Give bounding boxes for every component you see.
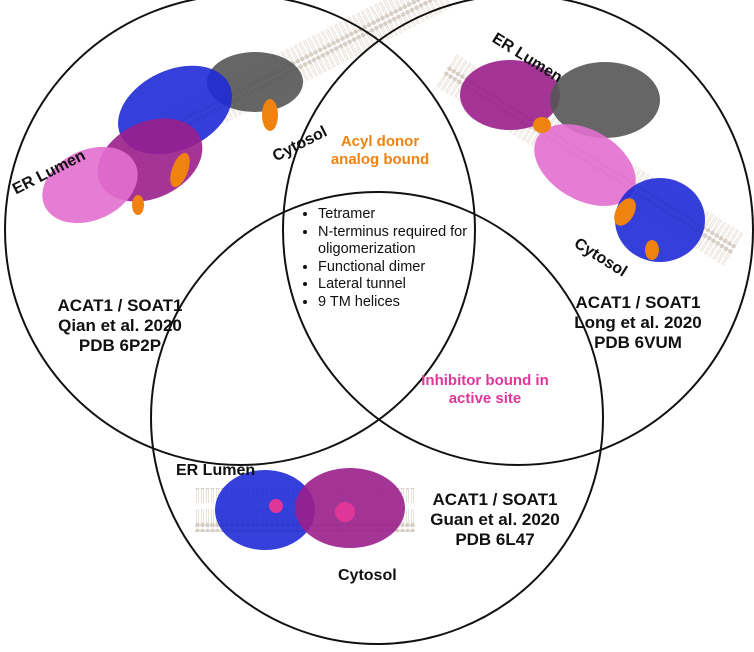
shared-feature-item: N-terminus required for oligomerization — [318, 224, 498, 259]
right-pink-protein — [534, 124, 636, 206]
bottom-circle-label: ACAT1 / SOAT1 Guan et al. 2020 PDB 6L47 — [405, 490, 585, 550]
bottom-ligand — [269, 499, 283, 513]
shared-feature-item: Tetramer — [318, 206, 498, 224]
right-circle-label: ACAT1 / SOAT1 Long et al. 2020 PDB 6VUM — [548, 293, 728, 353]
right-blue-protein — [615, 178, 705, 262]
right-bottom-overlap-label: Inhibitor bound in active site — [405, 372, 565, 408]
right-label-line: ACAT1 / SOAT1 — [575, 293, 701, 312]
left-circle-label: ACAT1 / SOAT1 Qian et al. 2020 PDB 6P2P — [30, 296, 210, 356]
overlap-line: active site — [448, 390, 522, 407]
shared-feature-item: 9 TM helices — [318, 294, 498, 312]
bottom-label-line: ACAT1 / SOAT1 — [432, 490, 558, 509]
circle-bottom-6l47 — [150, 191, 604, 645]
bottom-blue-protein — [215, 470, 315, 550]
right-gray-protein — [550, 62, 660, 138]
right-ligand — [614, 198, 636, 226]
right-label-line: PDB 6VUM — [594, 333, 682, 352]
left-label-line: Qian et al. 2020 — [58, 316, 182, 335]
left-right-overlap-label: Acyl donor analog bound — [310, 133, 450, 169]
bottom-label-line: PDB 6L47 — [455, 530, 535, 549]
left-ligand — [132, 195, 144, 215]
overlap-line: Inhibitor bound in — [421, 372, 549, 389]
overlap-line: Acyl donor — [340, 133, 420, 150]
left-label-line: ACAT1 / SOAT1 — [57, 296, 183, 315]
left-ligand — [170, 152, 190, 188]
right-structure-image — [434, 51, 746, 269]
bottom-ligand — [335, 502, 355, 522]
bottom-er-lumen-label: ER Lumen — [176, 462, 256, 479]
circle-left-6p2p — [4, 0, 476, 466]
bottom-label-line: Guan et al. 2020 — [430, 510, 560, 529]
right-label-line: Long et al. 2020 — [574, 313, 702, 332]
left-ligand — [262, 99, 278, 131]
bottom-cytosol-label: Cytosol — [338, 567, 397, 584]
left-label-line: PDB 6P2P — [78, 336, 162, 355]
right-ligand — [645, 240, 659, 260]
bottom-structure-image — [195, 468, 415, 550]
overlap-line: analog bound — [330, 151, 430, 168]
right-magenta-protein — [460, 60, 560, 130]
shared-feature-item: Lateral tunnel — [318, 276, 498, 294]
circle-right-6vum — [282, 0, 754, 466]
left-structure-image — [42, 0, 455, 224]
left-pink-protein — [42, 146, 138, 224]
shared-feature-item: Functional dimer — [318, 259, 498, 277]
shared-features-list: Tetramer N-terminus required for oligome… — [300, 206, 498, 311]
right-ligand — [533, 117, 551, 133]
